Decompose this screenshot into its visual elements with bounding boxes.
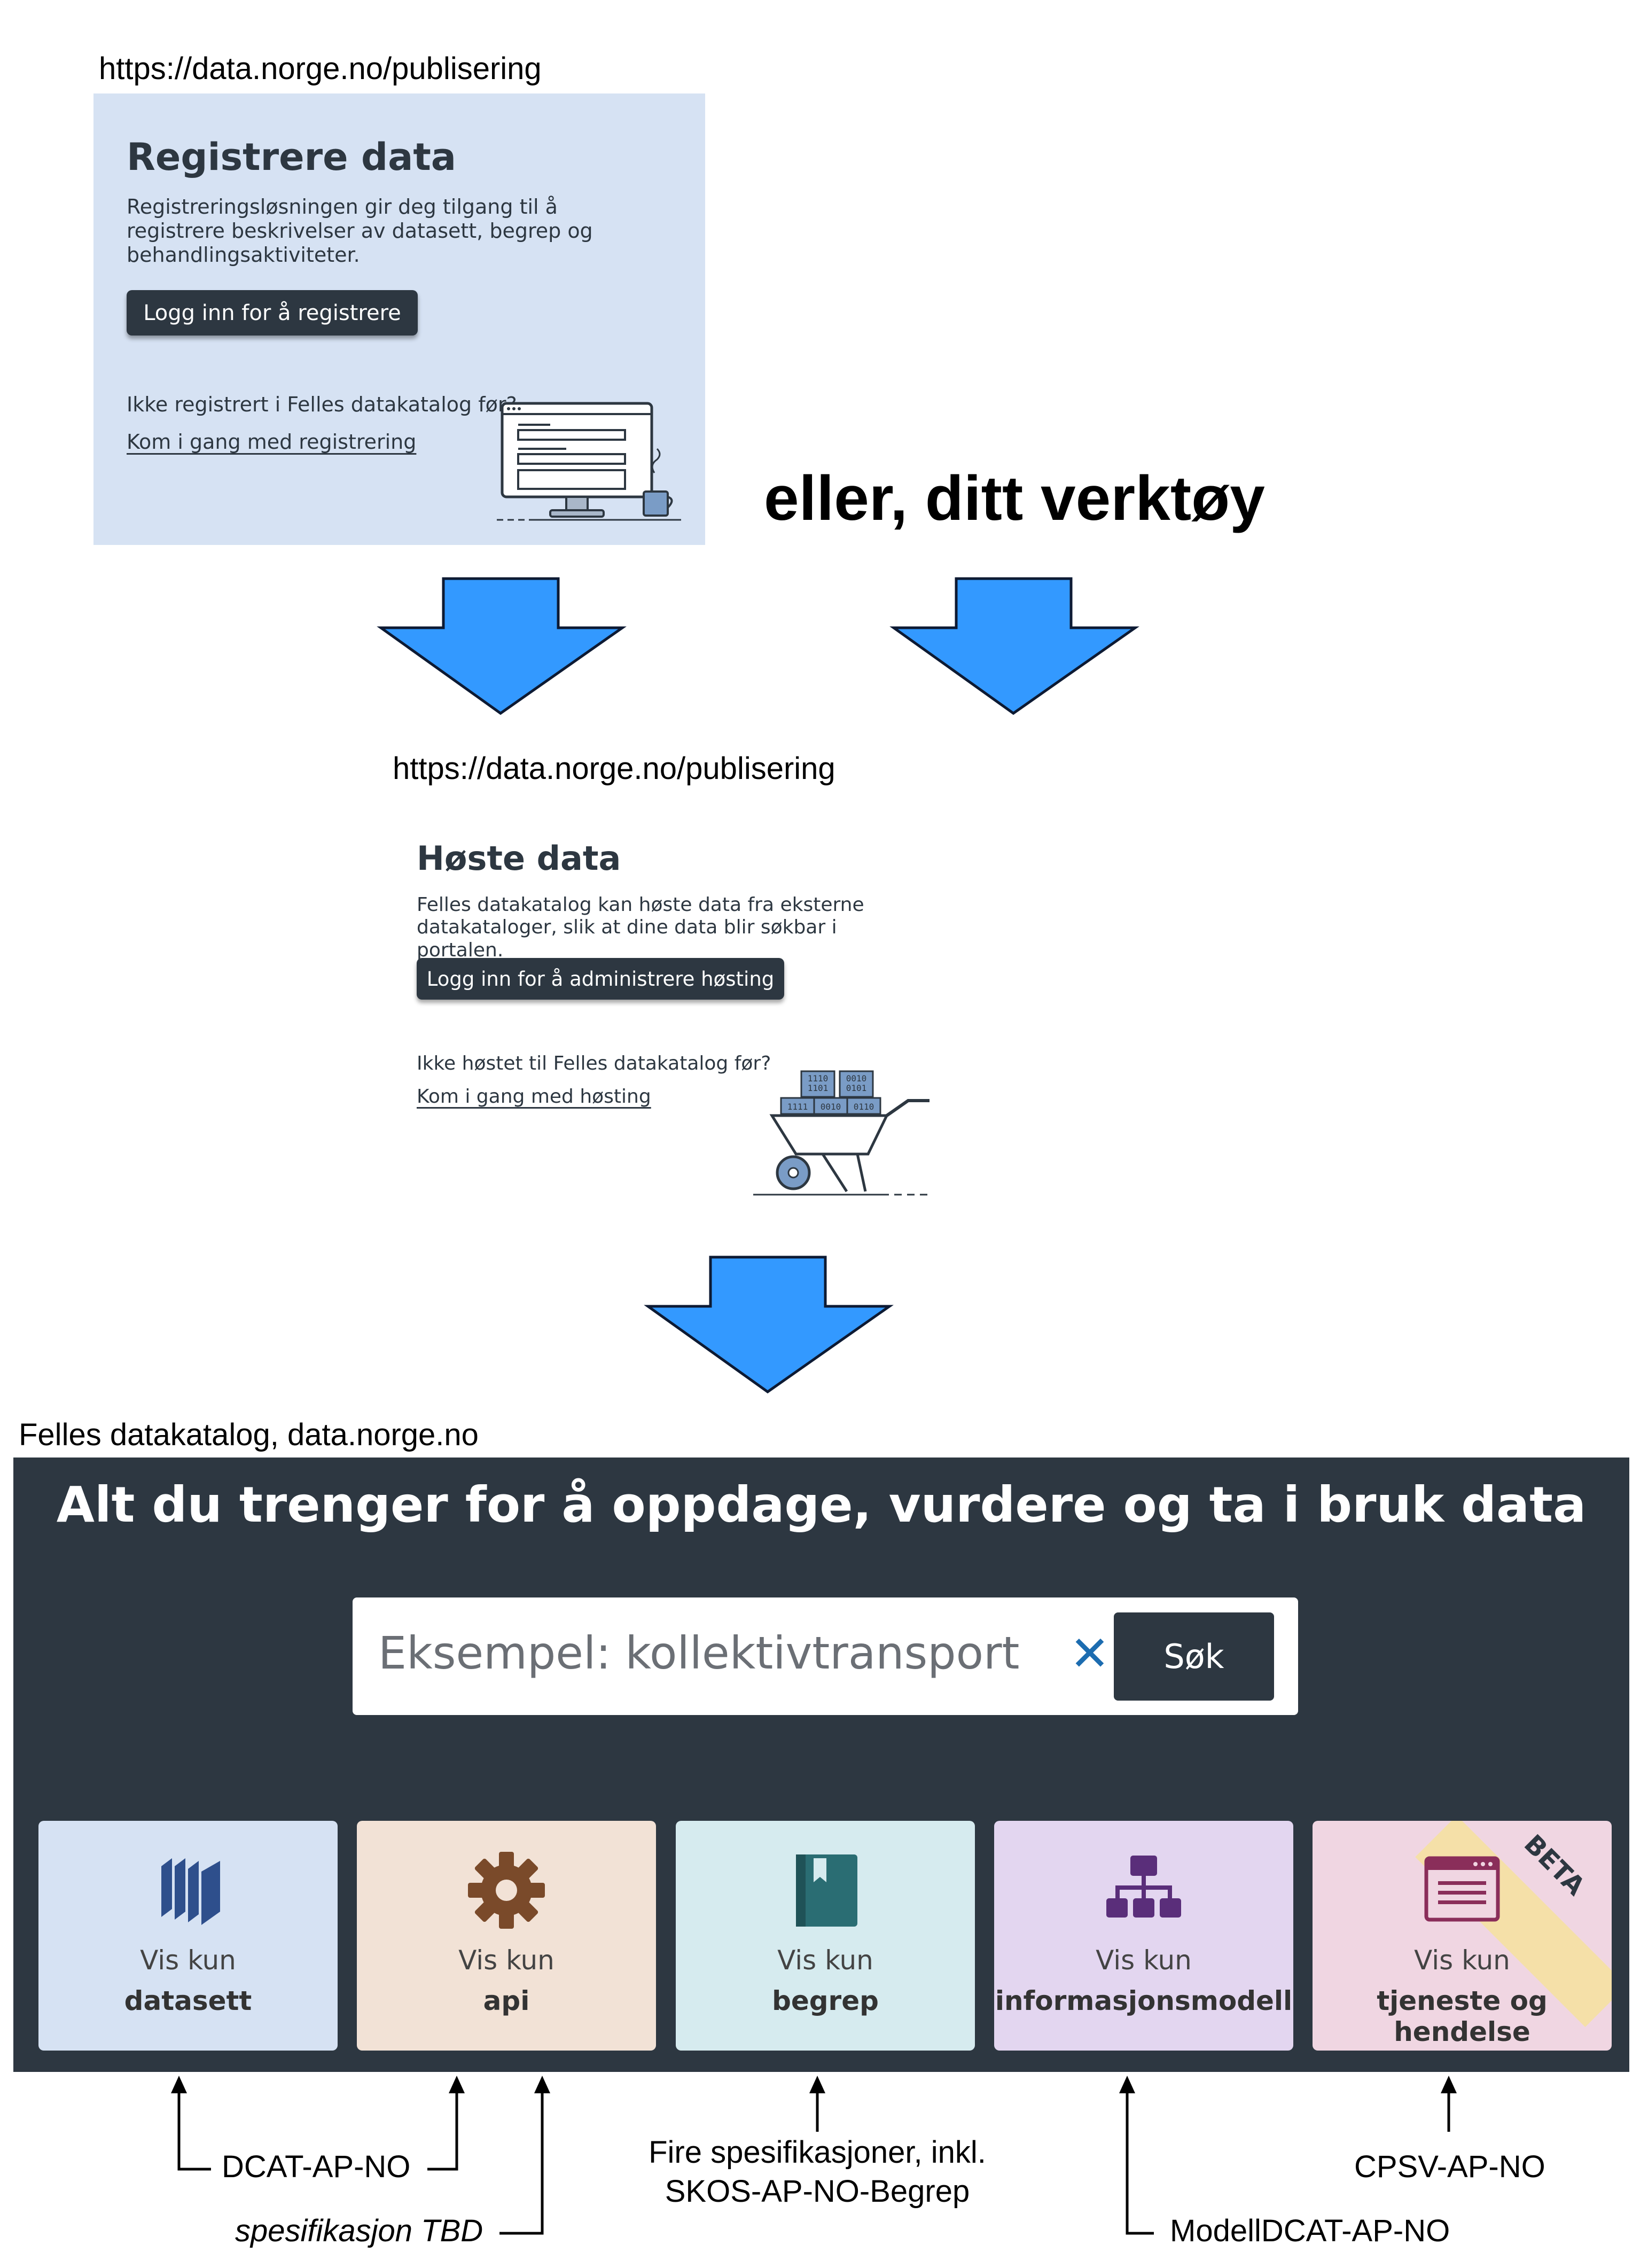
down-arrow-icon [377, 577, 627, 715]
spec-connectors [171, 2076, 1457, 2235]
hierarchy-icon [1106, 1856, 1181, 1918]
bits-block-5: 0110 [854, 1102, 874, 1112]
bits-block-2b: 0101 [846, 1083, 867, 1093]
tile-line2: tjeneste og hendelse [1377, 1985, 1548, 2047]
tile-line2: informasjonsmodell [995, 1985, 1293, 2016]
registration-title: Registrere data [127, 135, 457, 179]
bits-block-2: 0010 [846, 1073, 867, 1084]
tile-line1: Vis kun [1096, 1945, 1192, 1976]
registration-card: Registrere data Registreringsløsningen g… [93, 93, 705, 545]
gear-icon [468, 1852, 545, 1929]
down-arrow-icon [644, 1256, 894, 1394]
search-button[interactable]: Søk [1114, 1612, 1274, 1701]
filter-tile-services-events[interactable]: BETA Vis kun tjeneste og hendelse [1313, 1821, 1612, 2051]
bits-block-4: 0010 [821, 1102, 841, 1112]
portal-headline: Alt du trenger for å oppdage, vurdere og… [56, 1476, 1587, 1533]
filter-tile-concepts[interactable]: Vis kun begrep [676, 1821, 975, 2051]
spec-modelldcat: ModellDCAT-AP-NO [1170, 2214, 1450, 2248]
tile-line2: datasett [124, 1985, 252, 2016]
clear-icon[interactable]: ✕ [1069, 1625, 1110, 1682]
harvest-url: https://data.norge.no/publisering [393, 751, 835, 786]
harvest-prompt: Ikke høstet til Felles datakatalog før? [417, 1053, 771, 1074]
filter-tile-datasets[interactable]: Vis kun datasett [38, 1821, 338, 2051]
login-register-button[interactable]: Logg inn for å registrere [127, 290, 418, 336]
registration-description: Registreringsløsningen gir deg tilgang t… [127, 195, 593, 267]
tile-line2: api [483, 1985, 530, 2016]
down-arrow-icon [889, 577, 1139, 715]
bits-block-3: 1111 [787, 1102, 808, 1112]
bits-block-1: 1110 [808, 1073, 829, 1084]
tile-line2: begrep [772, 1985, 879, 2016]
datasets-icon [161, 1858, 220, 1925]
registration-prompt: Ikke registrert i Felles datakatalog før… [127, 393, 517, 416]
computer-illustration [497, 402, 681, 521]
harvest-card: Høste data Felles datakatalog kan høste … [417, 833, 951, 1207]
window-list-icon [1424, 1856, 1500, 1922]
portal-caption: Felles datakatalog, data.norge.no [19, 1417, 479, 1452]
tile-line1: Vis kun [140, 1945, 236, 1976]
tile-line1: Vis kun [458, 1945, 554, 1976]
registration-getting-started-link[interactable]: Kom i gang med registrering [127, 430, 417, 454]
harvest-getting-started-link[interactable]: Kom i gang med høsting [417, 1086, 651, 1108]
filter-tile-information-models[interactable]: Vis kun informasjonsmodell [994, 1821, 1293, 2051]
spec-skos-line2: SKOS-AP-NO-Begrep [665, 2174, 970, 2209]
search-input[interactable]: Eksempel: kollektivtransport [378, 1627, 1020, 1679]
search-box: Eksempel: kollektivtransport ✕ Søk [353, 1597, 1298, 1715]
spec-skos-line1: Fire spesifikasjoner, inkl. [649, 2135, 986, 2170]
book-icon [796, 1854, 857, 1927]
alternative-tool-label: eller, ditt verktøy [764, 463, 1265, 534]
filter-tile-api[interactable]: Vis kun api [357, 1821, 656, 2051]
wheelbarrow-illustration: 1110 1101 0010 0101 1111 0010 0110 [753, 1070, 932, 1196]
spec-cpsv: CPSV-AP-NO [1354, 2149, 1545, 2184]
tile-line1: Vis kun [777, 1945, 873, 1976]
spec-dcat: DCAT-AP-NO [222, 2149, 411, 2184]
harvest-description: Felles datakatalog kan høste data fra ek… [417, 894, 864, 961]
login-harvest-button[interactable]: Logg inn for å administrere høsting [417, 958, 784, 1000]
spec-tbd: spesifikasjon TBD [235, 2214, 483, 2248]
harvest-title: Høste data [417, 839, 621, 878]
bits-block-1b: 1101 [808, 1083, 829, 1093]
registration-url: https://data.norge.no/publisering [99, 51, 542, 86]
tile-line1: Vis kun [1414, 1945, 1510, 1976]
